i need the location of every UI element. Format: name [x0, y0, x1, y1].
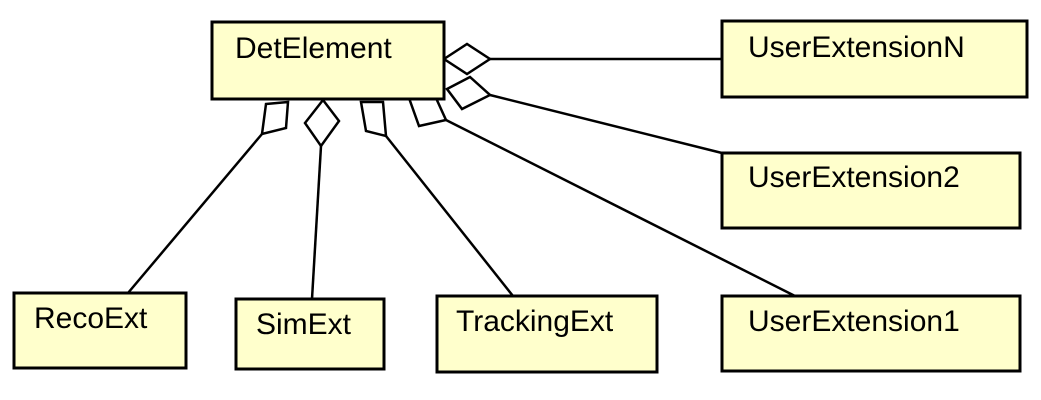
link-user-extension-2 [489, 93, 723, 155]
user-extension-n-label: UserExtensionN [748, 31, 965, 64]
user-extension-1-label: UserExtension1 [748, 305, 960, 338]
tracking-ext-node: TrackingExt [435, 294, 659, 374]
user-extension-2-label: UserExtension2 [748, 161, 960, 194]
reco-ext-label: RecoExt [34, 302, 148, 335]
link-user-extension-1 [445, 118, 796, 298]
det-element-label: DetElement [235, 32, 392, 65]
aggregation-diamond-reco-ext [260, 100, 290, 136]
link-sim-ext [310, 145, 323, 300]
aggregation-diamond-sim-ext [303, 97, 341, 149]
link-reco-ext [127, 133, 263, 294]
user-extension-1-node: UserExtension1 [720, 294, 1022, 373]
sim-ext-label: SimExt [256, 308, 352, 341]
tracking-ext-label: TrackingExt [456, 305, 614, 338]
aggregation-diamond-user-extension-1 [407, 96, 448, 128]
user-extension-n-node: UserExtensionN [720, 19, 1029, 99]
link-tracking-ext [385, 135, 514, 297]
aggregation-diamond-user-extension-n [441, 42, 493, 76]
det-element-node: DetElement [210, 20, 446, 101]
aggregation-diamond-tracking-ext [359, 100, 388, 138]
aggregation-diamond-user-extension-2 [445, 75, 493, 111]
reco-ext-node: RecoExt [12, 291, 188, 370]
user-extension-2-node: UserExtension2 [720, 151, 1022, 230]
sim-ext-node: SimExt [234, 297, 386, 371]
